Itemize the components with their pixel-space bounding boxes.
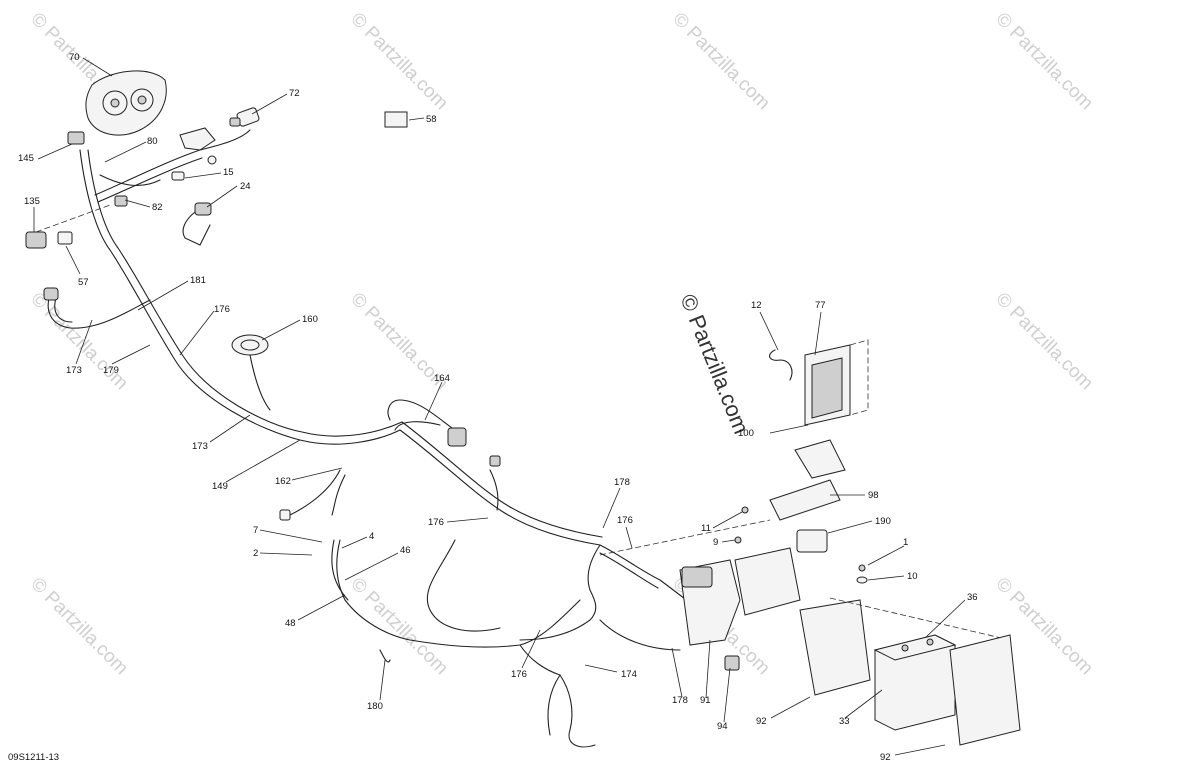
- callout-77: 77: [815, 300, 826, 311]
- callout-24: 24: [240, 181, 251, 192]
- callout-145: 145: [18, 153, 34, 164]
- fuse-box: [679, 547, 801, 646]
- mounting-plate: [769, 479, 841, 521]
- callout-11: 11: [701, 523, 711, 534]
- screw-11: [741, 506, 749, 514]
- ecm-module: [769, 339, 869, 426]
- callout-174: 174: [621, 669, 637, 680]
- callout-100: 100: [738, 428, 754, 439]
- watermark: © Partzilla.com: [991, 9, 1096, 114]
- callout-178-a: 178: [614, 477, 630, 488]
- callout-33: 33: [839, 716, 850, 727]
- callout-72: 72: [289, 88, 300, 99]
- battery-strap: [949, 634, 1021, 746]
- module-190: [796, 529, 828, 553]
- screw-9: [734, 536, 742, 544]
- callout-12: 12: [751, 300, 762, 311]
- callout-173-b: 173: [192, 441, 208, 452]
- callout-181: 181: [190, 275, 206, 286]
- callout-70: 70: [69, 52, 80, 63]
- callout-179: 179: [103, 365, 119, 376]
- callout-92-b: 92: [880, 752, 891, 763]
- callout-162: 162: [275, 476, 291, 487]
- figure-code: 09S1211-13: [8, 752, 59, 763]
- connector-162: [279, 509, 291, 521]
- connector-57: [57, 231, 73, 245]
- tether-switch: [182, 202, 212, 246]
- callout-160: 160: [302, 314, 318, 325]
- callout-135: 135: [24, 196, 40, 207]
- callout-4: 4: [369, 531, 374, 542]
- callout-80: 80: [147, 136, 158, 147]
- watermark: © Partzilla.com: [26, 289, 131, 394]
- callout-15: 15: [223, 167, 234, 178]
- callout-57: 57: [78, 277, 89, 288]
- callout-94: 94: [717, 721, 728, 732]
- relay-94: [724, 655, 740, 671]
- callout-48: 48: [285, 618, 296, 629]
- watermark: © Partzilla.com: [668, 9, 773, 114]
- callout-190: 190: [875, 516, 891, 527]
- callout-91: 91: [700, 695, 711, 706]
- handlebar-switch: [229, 107, 260, 127]
- label-box: [384, 111, 408, 128]
- bolt-1: [858, 564, 866, 572]
- battery-tray: [799, 597, 1011, 696]
- callout-2: 2: [253, 548, 258, 559]
- connector-82: [114, 195, 128, 207]
- watermark: © Partzilla.com: [26, 574, 131, 679]
- callout-149: 149: [212, 481, 228, 492]
- main-harness: [47, 129, 711, 748]
- watermark: © Partzilla.com: [991, 289, 1096, 394]
- callout-10: 10: [907, 571, 918, 582]
- callout-180: 180: [367, 701, 383, 712]
- callout-176-d: 176: [511, 669, 527, 680]
- grommet-hole: [240, 339, 260, 351]
- callout-98: 98: [868, 490, 879, 501]
- connector-173: [43, 287, 59, 301]
- callout-173-a: 173: [66, 365, 82, 376]
- watermark-center: © Partzilla.com: [675, 291, 754, 438]
- connector-176: [489, 455, 501, 467]
- battery: [873, 634, 957, 731]
- watermarks: © Partzilla.com © Partzilla.com © Partzi…: [26, 9, 1096, 679]
- callout-164: 164: [434, 373, 450, 384]
- callout-82: 82: [152, 202, 163, 213]
- callout-176-c: 176: [617, 515, 633, 526]
- callout-92-a: 92: [756, 716, 767, 727]
- watermark: © Partzilla.com: [346, 9, 451, 114]
- instrument-cluster: [85, 70, 167, 136]
- washer-10: [856, 576, 868, 584]
- leader-lines: [33, 57, 966, 756]
- callout-1: 1: [903, 537, 908, 548]
- ecm-bracket: [794, 439, 846, 479]
- callout-9: 9: [713, 537, 718, 548]
- callouts: 70 72 58 80 145 15 24 82 135 57 181 176 …: [18, 52, 978, 763]
- callout-176-b: 176: [428, 517, 444, 528]
- connector-145: [67, 131, 85, 145]
- callout-36: 36: [967, 592, 978, 603]
- connector-135: [25, 231, 47, 249]
- callout-7: 7: [253, 525, 258, 536]
- callout-176-a: 176: [214, 304, 230, 315]
- relay-bracket: [179, 127, 217, 165]
- callout-58: 58: [426, 114, 437, 125]
- callout-178-b: 178: [672, 695, 688, 706]
- watermark: © Partzilla.com: [346, 574, 451, 679]
- connector-15: [171, 171, 185, 181]
- callout-46: 46: [400, 545, 411, 556]
- connector-164: [447, 427, 467, 447]
